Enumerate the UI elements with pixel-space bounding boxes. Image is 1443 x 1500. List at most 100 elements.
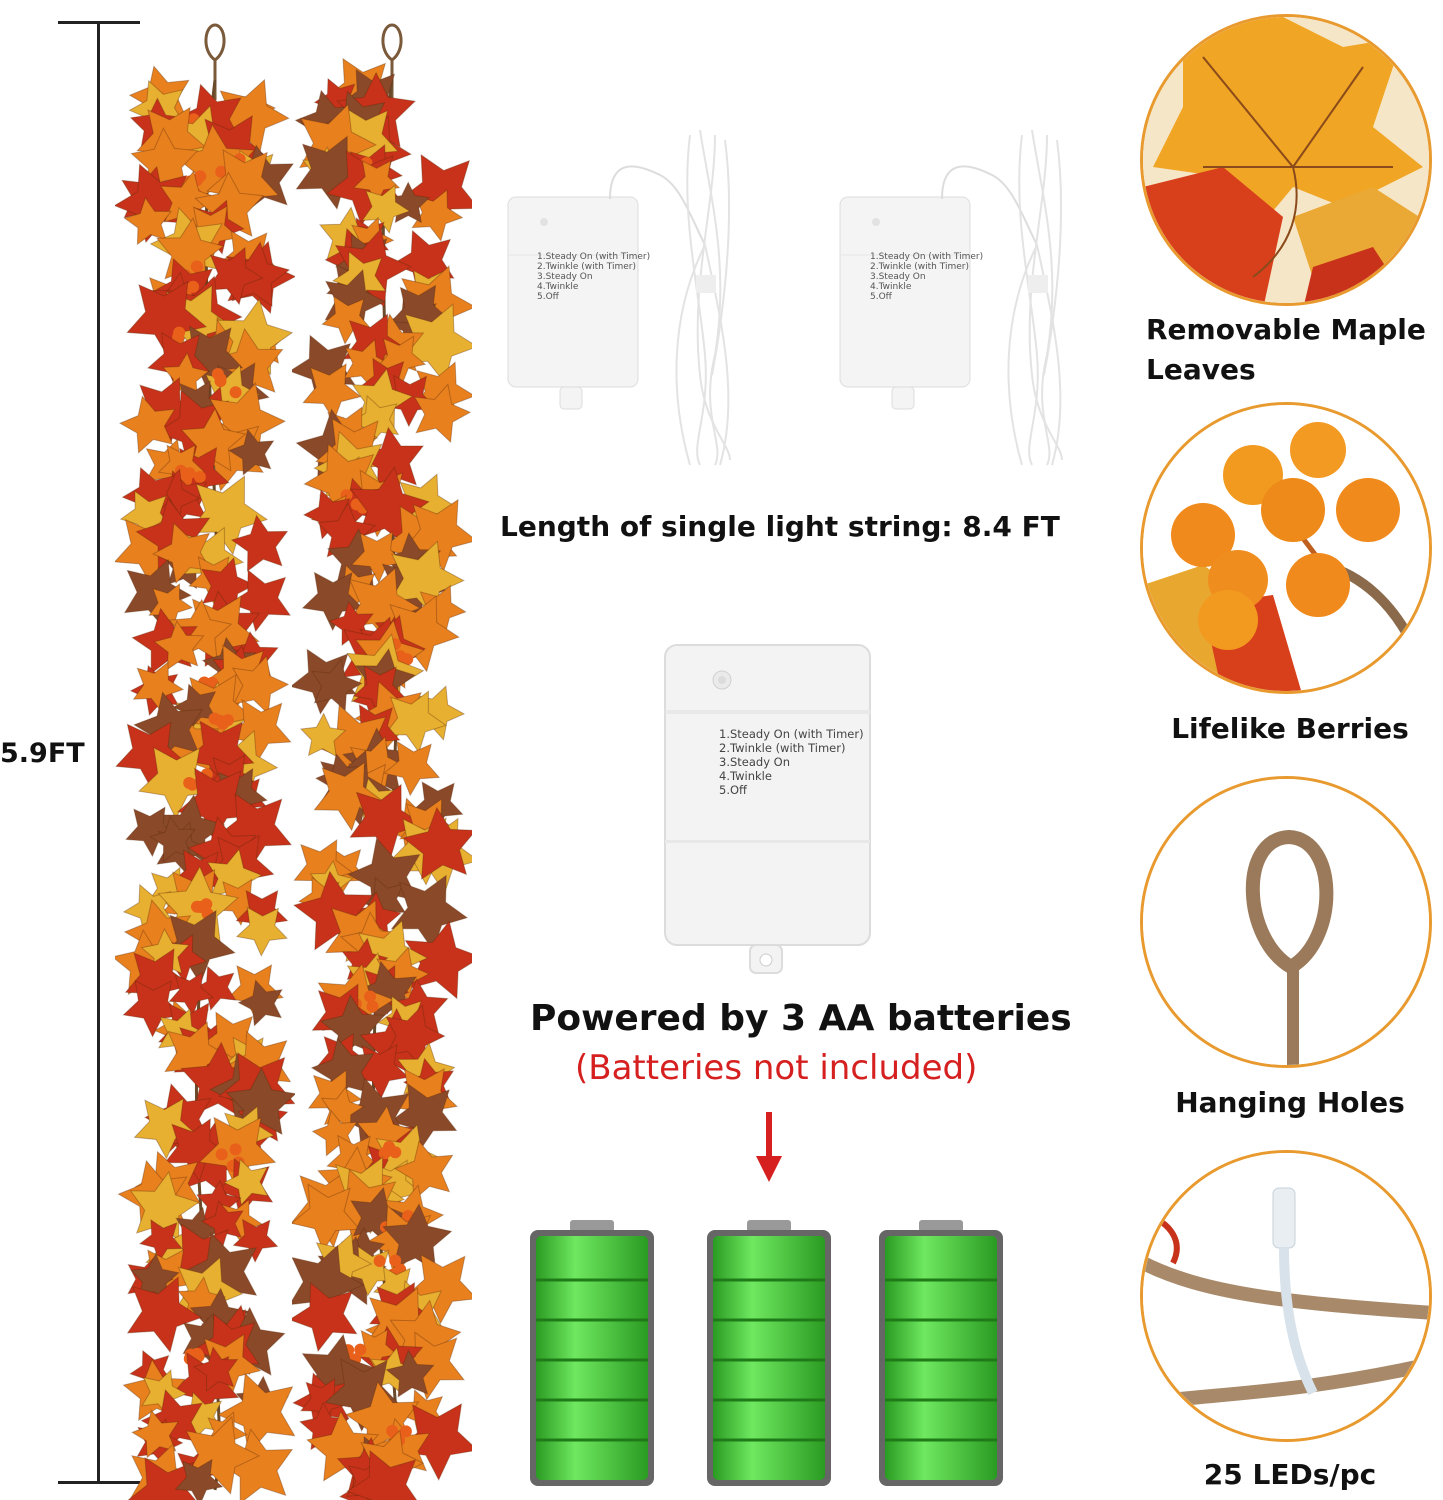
- maple-leaf: [192, 1346, 239, 1392]
- feature-label-berries: Lifelike Berries: [1171, 712, 1409, 745]
- height-measure-bottom-cap: [58, 1481, 140, 1484]
- down-arrow-icon: [756, 1112, 782, 1182]
- maple-leaf: [346, 1449, 418, 1500]
- feature-berries-photo: [1140, 402, 1432, 694]
- berry: [191, 260, 204, 273]
- maple-leaf: [299, 712, 347, 758]
- maple-leaf: [299, 1377, 349, 1426]
- berry: [366, 1000, 379, 1013]
- maple-leaf: [132, 661, 185, 714]
- berry: [187, 280, 200, 293]
- maple-leaf: [153, 619, 205, 671]
- berry: [221, 714, 234, 727]
- mode-text: 3.Steady On: [719, 755, 791, 769]
- berry: [186, 778, 199, 791]
- mode-text: 2.Twinkle (with Timer): [537, 262, 636, 272]
- maple-leaf: [397, 1402, 472, 1482]
- mode-text: 4.Twinkle: [870, 282, 912, 292]
- mode-text: 3.Steady On: [870, 272, 926, 282]
- maple-leaf: [231, 655, 290, 715]
- maple-leaf: [174, 1458, 224, 1500]
- berry: [215, 1148, 228, 1161]
- mode-text: 5.Off: [537, 292, 559, 302]
- maple-leaf: [159, 909, 236, 985]
- berry: [386, 1424, 399, 1437]
- berry: [373, 1255, 386, 1267]
- battery-icon: [879, 1220, 1003, 1486]
- feature-label-leds: 25 LEDs/pc: [1203, 1458, 1377, 1491]
- berry: [399, 1425, 412, 1438]
- maple-leaf-icon: [1143, 17, 1429, 303]
- berry: [354, 1343, 367, 1356]
- maple-leaf: [227, 428, 275, 476]
- maple-leaf: [118, 395, 176, 454]
- maple-leaf: [152, 522, 212, 585]
- maple-leaf: [235, 906, 289, 957]
- maple-leaf: [230, 514, 289, 573]
- maple-leaf: [292, 1244, 365, 1323]
- maple-garland-left: [115, 23, 295, 1500]
- berry: [200, 898, 213, 911]
- height-measure-line: [97, 22, 100, 1484]
- light-string-length-caption: Length of single light string: 8.4 FT: [500, 510, 1060, 543]
- mode-text: 1.Steady On (with Timer): [537, 252, 651, 262]
- berry: [191, 1347, 204, 1360]
- berry: [173, 326, 186, 339]
- maple-leaf: [385, 1349, 435, 1398]
- battery-icon: [530, 1220, 654, 1486]
- mode-text: 1.Steady On (with Timer): [870, 252, 984, 262]
- battery-icon: [707, 1220, 831, 1486]
- maple-leaf: [237, 979, 283, 1027]
- mode-text: 4.Twinkle: [719, 769, 772, 783]
- hanging-loop: [204, 23, 226, 100]
- berry: [401, 653, 414, 666]
- power-caption: Powered by 3 AA batteries: [530, 998, 1072, 1039]
- berry: [183, 467, 196, 480]
- maple-leaf: [125, 806, 178, 858]
- small-box-1-modes: 1.Steady On (with Timer) 2.Twinkle (with…: [537, 252, 650, 302]
- maple-leaf: [350, 531, 406, 584]
- light-string-set-2: [839, 129, 1063, 466]
- berry: [229, 386, 242, 399]
- maple-leaf: [223, 1158, 269, 1206]
- maple-leaf: [123, 196, 173, 246]
- maple-leaf: [383, 740, 441, 797]
- mode-text: 1.Steady On (with Timer): [719, 727, 864, 741]
- maple-leaf: [402, 806, 472, 880]
- maple-leaf: [131, 1409, 180, 1459]
- maple-leaf: [349, 394, 400, 447]
- maple-garland-right: [292, 23, 472, 1500]
- berry: [214, 375, 227, 388]
- led-bulb-icon: [1143, 1153, 1429, 1439]
- maple-leaf: [232, 1218, 279, 1264]
- berry: [378, 1147, 391, 1160]
- mode-text: 5.Off: [870, 292, 892, 302]
- mode-text: 5.Off: [719, 783, 747, 797]
- maple-leaf: [383, 594, 460, 673]
- maple-leaf: [225, 1066, 295, 1136]
- berry: [206, 676, 219, 689]
- berry: [215, 165, 228, 178]
- battery-box-modes: 1.Steady On (with Timer) 2.Twinkle (with…: [719, 727, 864, 797]
- maple-leaf: [311, 658, 363, 712]
- light-string-set-1: [507, 129, 731, 466]
- berry: [364, 990, 377, 1003]
- small-box-2-modes: 1.Steady On (with Timer) 2.Twinkle (with…: [870, 252, 983, 302]
- maple-leaf: [129, 1170, 200, 1242]
- batteries-not-included-note: (Batteries not included): [575, 1048, 978, 1088]
- maple-leaf: [321, 295, 372, 345]
- feature-label-maple-leaves: Removable Maple Leaves: [1146, 310, 1443, 390]
- berry: [193, 470, 206, 483]
- maple-leaf: [206, 246, 264, 306]
- feature-hanging-holes-photo: [1140, 776, 1432, 1068]
- feature-led-photo: [1140, 1150, 1432, 1442]
- maple-leaf: [404, 920, 472, 1000]
- maple-leaf: [292, 1183, 361, 1253]
- height-label: 5.9FT: [0, 738, 85, 769]
- hanging-loop-icon: [1143, 779, 1429, 1065]
- mode-text: 2.Twinkle (with Timer): [870, 262, 969, 272]
- maple-leaf: [383, 690, 448, 754]
- maple-leaf: [349, 783, 424, 859]
- maple-leaf: [361, 184, 411, 235]
- maple-leaf: [292, 334, 356, 403]
